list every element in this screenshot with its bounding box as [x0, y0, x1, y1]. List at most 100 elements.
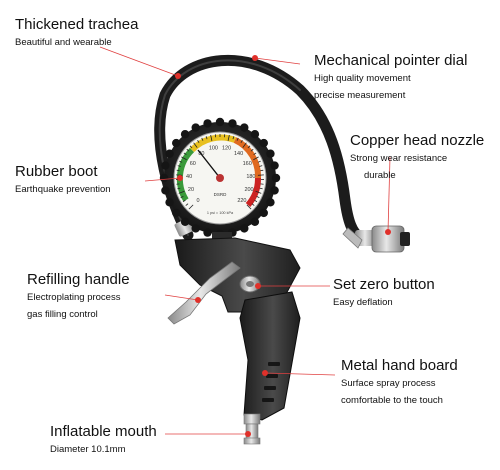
- bezel-tooth: [250, 130, 260, 139]
- gauge-tick: [240, 139, 243, 143]
- gauge-tick: [227, 134, 230, 141]
- gauge-tick: [247, 145, 251, 149]
- bezel-tooth: [266, 198, 275, 207]
- gauge-scale-label: 180: [246, 174, 255, 180]
- gauge-tick: [201, 137, 204, 141]
- bezel-tooth: [250, 217, 260, 226]
- gauge-scale-label: 40: [186, 174, 192, 180]
- gauge-tick: [256, 195, 260, 199]
- gauge-tick: [257, 160, 261, 163]
- bezel-tooth: [259, 208, 268, 218]
- bezel-tooth: [259, 138, 268, 148]
- gauge-tick: [177, 187, 181, 190]
- callout-desc: Electroplating process: [27, 292, 121, 303]
- bezel-tooth: [161, 161, 170, 170]
- bezel-tooth: [240, 224, 249, 233]
- gauge-tick: [181, 156, 187, 161]
- callout-desc: Easy deflation: [333, 297, 393, 308]
- callout-desc: Strong wear resistance: [350, 153, 448, 164]
- gauge-scale-label: 20: [188, 187, 194, 193]
- bezel-tooth: [266, 149, 275, 158]
- gauge-tick: [205, 136, 208, 140]
- callout-title: Rubber boot: [15, 163, 98, 180]
- gauge-scale-label: 0: [197, 198, 200, 204]
- gauge-tick: [180, 195, 184, 199]
- callout-mechanical-pointer-dial: Mechanical pointer dial High quality mov…: [314, 52, 467, 104]
- callout-title: Copper head nozzle: [350, 132, 485, 149]
- callout-rubber-boot: Rubber boot Earthquake prevention: [15, 163, 111, 198]
- gauge-tick: [253, 156, 259, 161]
- callout-inflatable-mouth: Inflatable mouth Diameter 10.1mm: [50, 423, 157, 458]
- gauge-tick: [185, 203, 189, 206]
- gauge-tick: [197, 139, 200, 143]
- bezel-tooth: [165, 149, 174, 158]
- gauge-unit-note: 1 psi = 100 kPa: [207, 211, 234, 215]
- gauge-tick: [188, 204, 194, 210]
- gauge-tick: [254, 199, 258, 203]
- bezel-tooth: [215, 117, 225, 127]
- bezel-tooth: [180, 130, 190, 139]
- bezel-tooth: [172, 138, 181, 148]
- gauge-tick: [259, 165, 263, 167]
- callout-title: Set zero button: [333, 276, 435, 293]
- callout-refilling-handle: Refilling handle Electroplating process …: [27, 271, 130, 323]
- gauge-scale-label: 100: [209, 146, 218, 152]
- gauge-scale-label: 140: [234, 151, 243, 157]
- gauge-tick: [176, 169, 180, 172]
- callout-title: Mechanical pointer dial: [314, 52, 468, 69]
- gauge-tick: [236, 137, 239, 141]
- gauge-tick: [178, 190, 185, 194]
- callout-title: Metal hand board: [341, 357, 458, 374]
- bezel-tooth: [271, 173, 281, 183]
- gauge-tick: [183, 152, 187, 155]
- callout-title: Inflatable mouth: [50, 423, 157, 440]
- callout-desc: durable: [364, 170, 396, 181]
- callout-desc: precise measurement: [314, 90, 406, 101]
- gauge-tick: [179, 160, 183, 163]
- callout-dots: [175, 55, 391, 437]
- bezel-tooth: [228, 119, 237, 128]
- bezel-tooth: [191, 123, 200, 132]
- gauge-tick: [182, 199, 186, 203]
- gauge-tick: [177, 165, 181, 167]
- gauge-tick: [246, 204, 252, 210]
- gauge-tick: [259, 187, 263, 190]
- gauge-tick: [242, 142, 247, 148]
- bezel-tooth: [203, 119, 212, 128]
- callout-desc: Surface spray process: [341, 378, 436, 389]
- gun-body: [167, 237, 301, 445]
- gauge-scale-label: 220: [237, 198, 246, 204]
- bezel-tooth: [270, 161, 279, 170]
- gauge-tick: [232, 136, 235, 140]
- gauge-tick: [193, 142, 198, 148]
- gauge-scale-label: 160: [243, 161, 252, 167]
- gauge-tick: [251, 203, 255, 206]
- bezel-tooth: [159, 173, 169, 183]
- bezel-tooth: [180, 217, 190, 226]
- gauge-tick: [186, 148, 190, 152]
- callout-title: Thickened trachea: [15, 16, 139, 33]
- gauge-tick: [253, 152, 257, 155]
- bezel-tooth: [191, 224, 200, 233]
- gauge-tick: [255, 190, 262, 194]
- gauge-scale-label: 120: [222, 146, 231, 152]
- callout-lines: [99, 46, 391, 435]
- gauge-tick: [210, 134, 213, 141]
- nozzle-head: [342, 225, 410, 253]
- bezel-tooth: [165, 198, 174, 207]
- bezel-tooth: [240, 123, 249, 132]
- callout-metal-hand-board: Metal hand board Surface spray process c…: [341, 357, 458, 409]
- gauge-brand: DSRD: [214, 192, 228, 197]
- callout-desc: High quality movement: [314, 73, 411, 84]
- bezel-tooth: [270, 186, 279, 195]
- callout-desc: Beautiful and wearable: [15, 37, 112, 48]
- callout-desc: comfortable to the touch: [341, 395, 443, 406]
- bezel-tooth: [203, 228, 212, 237]
- gauge-tick: [189, 145, 193, 149]
- callout-desc: Diameter 10.1mm: [50, 444, 126, 455]
- callout-desc: gas filling control: [27, 309, 98, 320]
- callout-thickened-trachea: Thickened trachea Beautiful and wearable: [15, 16, 138, 51]
- bezel-tooth: [161, 186, 170, 195]
- bezel-tooth: [172, 208, 181, 218]
